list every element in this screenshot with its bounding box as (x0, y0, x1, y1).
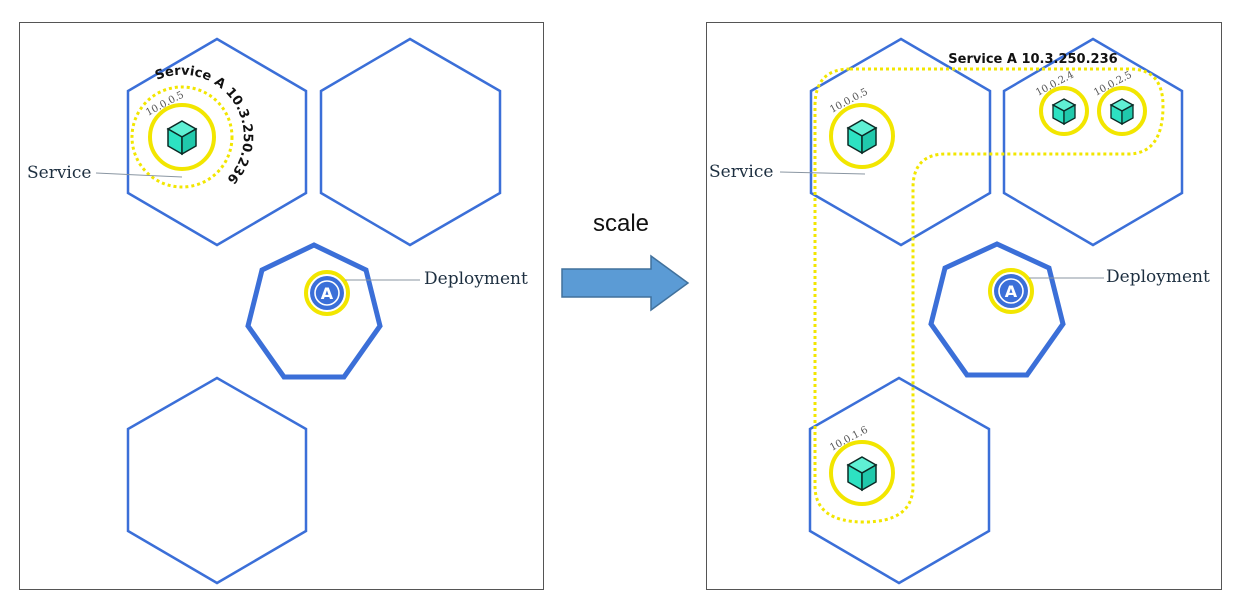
left-node-3 (126, 376, 308, 585)
left-service-ring (130, 85, 234, 189)
left-master-node (245, 242, 383, 380)
left-node-1 (126, 37, 308, 247)
left-deployment: A (304, 270, 350, 316)
cube-icon (847, 456, 877, 491)
left-panel (19, 22, 544, 590)
left-pod (148, 103, 216, 171)
right-service-leader (779, 171, 866, 175)
right-node-1 (809, 37, 992, 247)
cube-icon (167, 120, 197, 155)
scale-label: scale (592, 210, 650, 237)
right-node-2 (1002, 37, 1184, 247)
right-deployment: A (988, 268, 1034, 314)
left-node-2 (319, 37, 502, 247)
deployment-a-icon: A (1005, 282, 1018, 301)
right-pod-3 (1097, 86, 1147, 136)
right-deployment-label: Deployment (1106, 267, 1210, 287)
right-pod-1 (829, 103, 895, 169)
left-service-label: Service (27, 163, 91, 183)
right-service-name: Service A 10.3.250.236 (948, 52, 1117, 67)
right-service-label: Service (709, 162, 773, 182)
left-deployment-label: Deployment (424, 269, 528, 289)
cube-icon (1052, 98, 1076, 125)
scale-arrow (561, 254, 690, 312)
right-service-outline (813, 67, 1165, 524)
right-pod-4 (829, 440, 895, 506)
right-master-node (928, 241, 1066, 378)
right-node-3 (808, 376, 991, 585)
cube-icon (847, 119, 877, 154)
left-service-leader (95, 172, 183, 178)
cube-icon (1110, 98, 1134, 125)
deployment-a-icon: A (321, 284, 334, 303)
right-pod-2 (1039, 86, 1089, 136)
